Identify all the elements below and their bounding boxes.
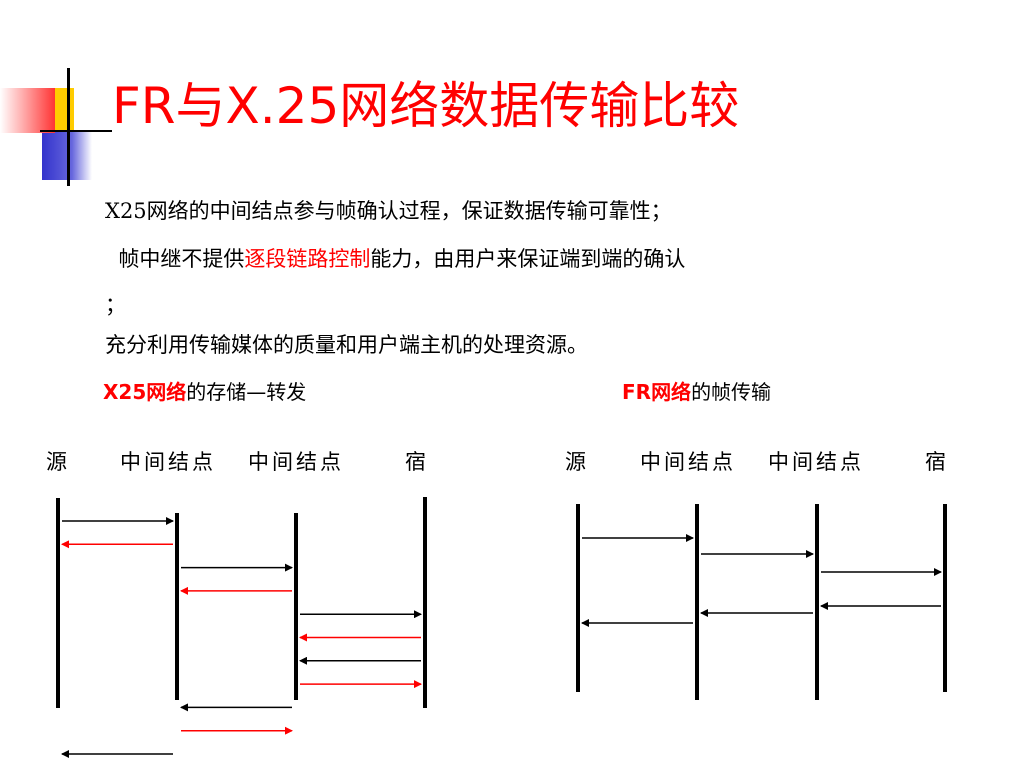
node-label-x25-intermediate-1: 中间结点 [120,450,216,474]
node-label-fr-intermediate-2: 中间结点 [768,450,864,474]
paragraph-2-segment-1: 帧中继不提供 [105,247,245,271]
paragraph-1: X25网络的中间结点参与帧确认过程，保证数据传输可靠性； [105,196,672,226]
node-label-x25-destination: 宿 [405,450,429,474]
diagram-label-x25: X25网络的存储—转发 [103,378,306,406]
node-label-fr-intermediate-1: 中间结点 [640,450,736,474]
paragraph-2-segment-2: 逐段链路控制 [244,247,371,271]
paragraph-4-segment-1: 充分利用传输媒体的质量和用户端主机的处理资源。 [105,333,588,357]
corner-horizontal-line [40,130,112,132]
paragraph-3: ； [105,290,126,320]
node-label-fr-source: 源 [565,450,589,474]
page-title: FR与X.25网络数据传输比较 [112,77,740,135]
diagram-label-fr: FR网络的帧传输 [622,378,771,406]
paragraph-1-segment-1: X25网络的中间结点参与帧确认过程，保证数据传输可靠性； [105,199,672,223]
paragraph-2: 帧中继不提供逐段链路控制能力，由用户来保证端到端的确认 [105,244,685,274]
paragraph-3-segment-1: ； [105,293,126,317]
x25-diagram [56,497,427,758]
paragraph-4: 充分利用传输媒体的质量和用户端主机的处理资源。 [105,330,588,360]
diagram-label-x25-black: 的存储—转发 [186,380,307,404]
node-label-x25-intermediate-2: 中间结点 [248,450,344,474]
node-label-x25-source: 源 [46,450,70,474]
corner-red-gradient-bar [0,88,55,133]
diagram-label-fr-red: FR网络 [622,380,692,404]
fr-diagram [576,504,947,700]
diagram-label-x25-red: X25网络 [103,380,187,404]
paragraph-2-segment-3: 能力，由用户来保证端到端的确认 [370,247,686,271]
diagram-label-fr-black: 的帧传输 [691,380,772,404]
node-label-fr-destination: 宿 [925,450,949,474]
corner-vertical-line [67,68,70,186]
